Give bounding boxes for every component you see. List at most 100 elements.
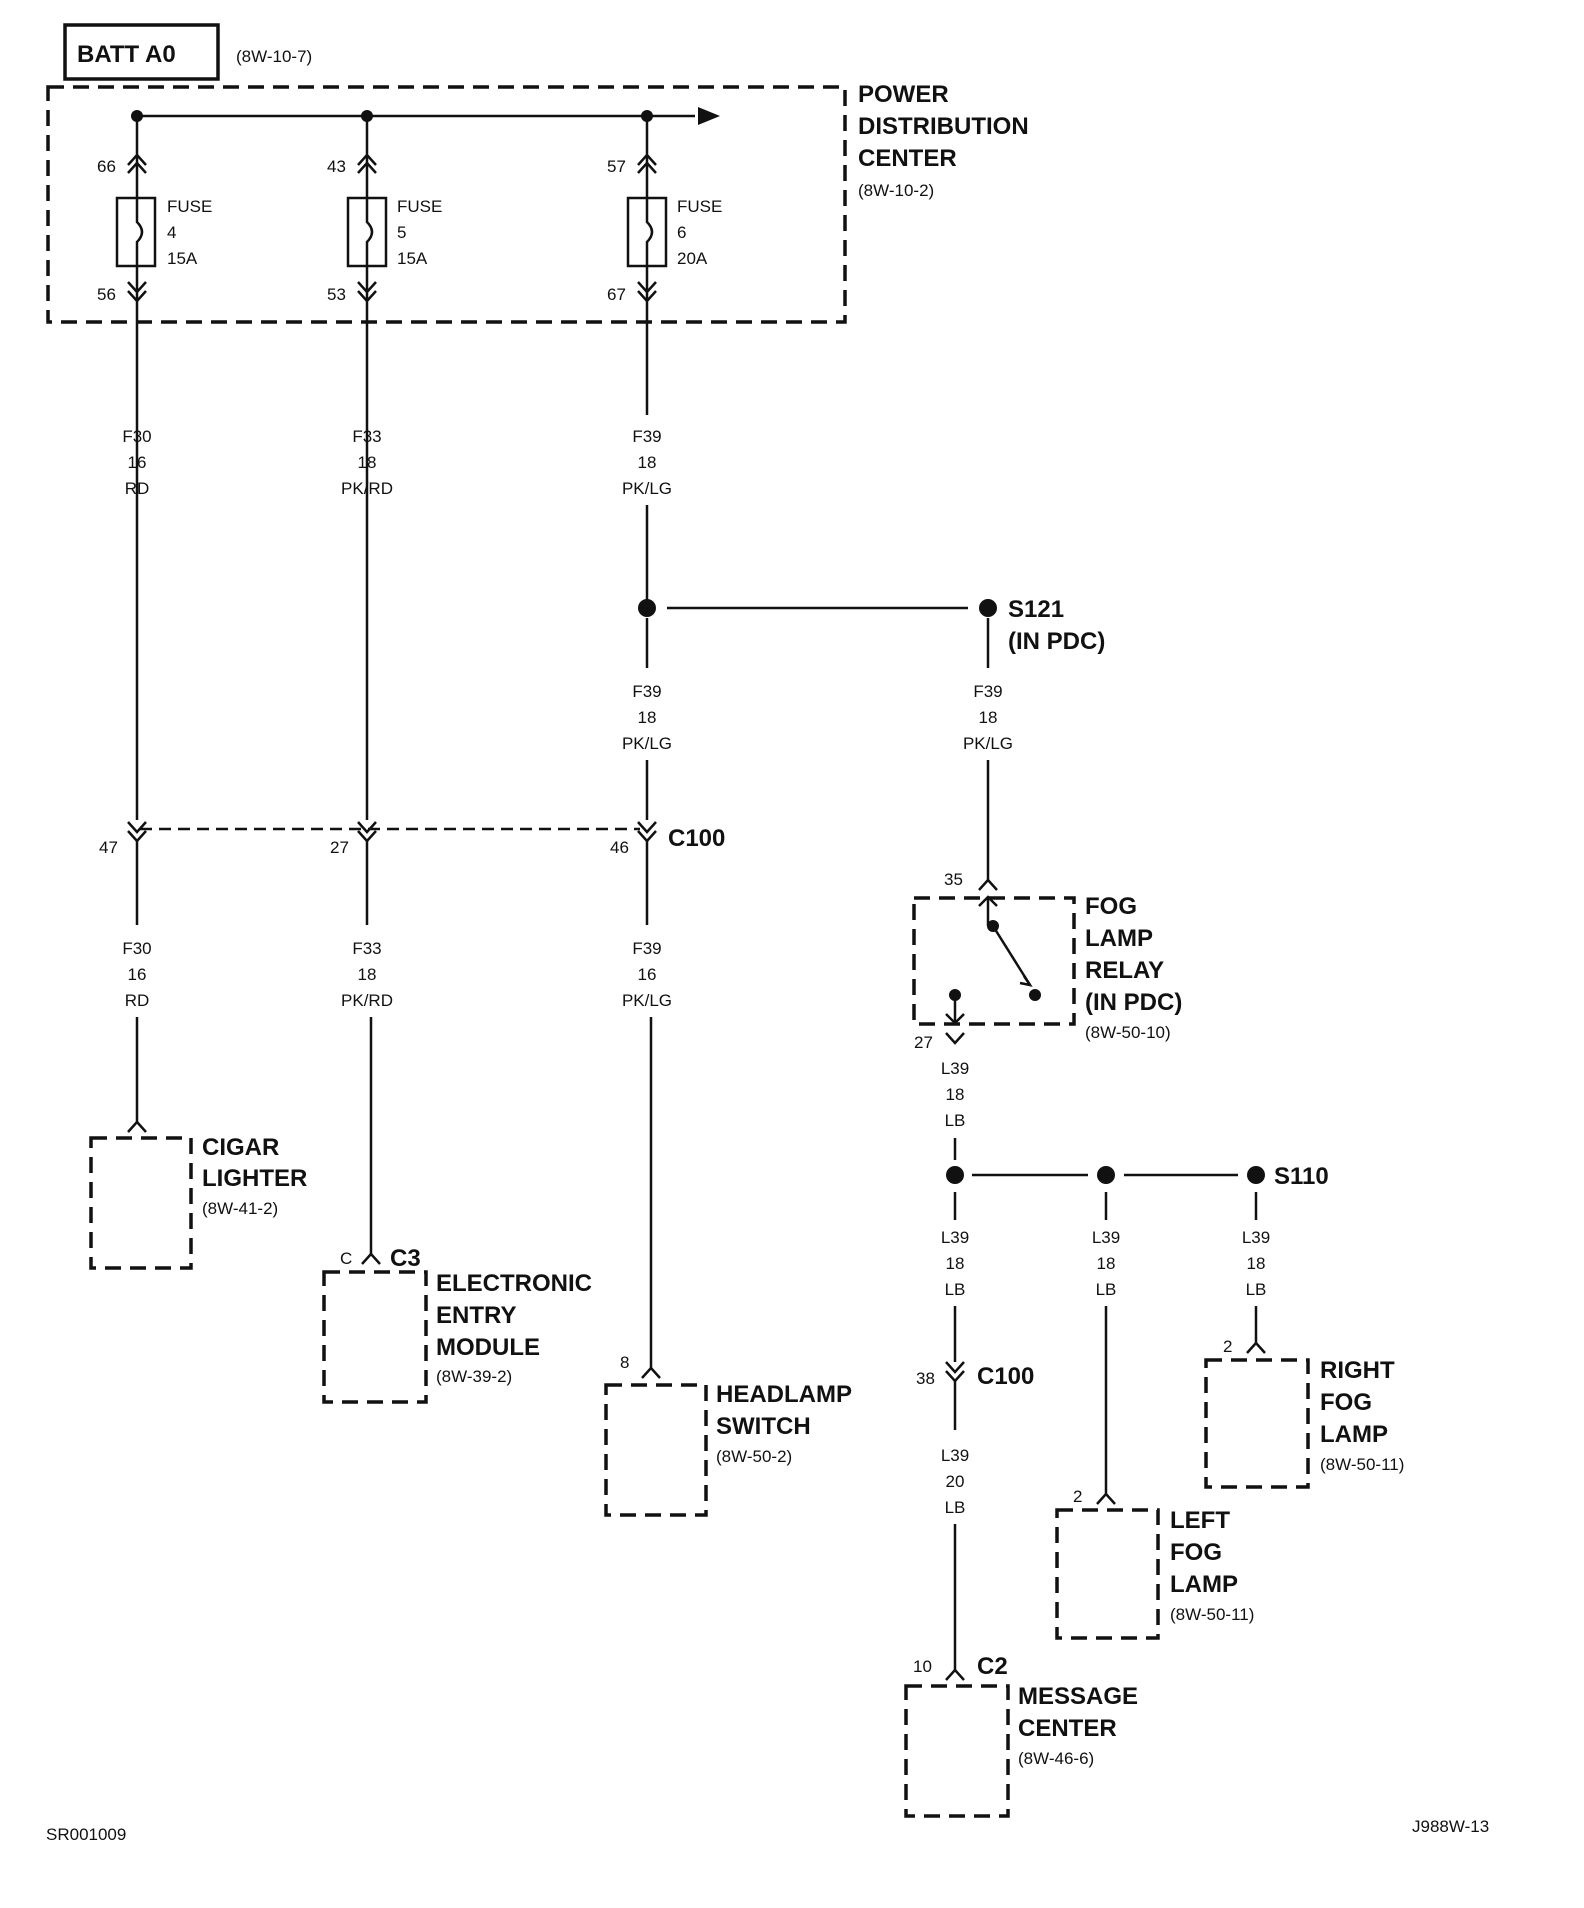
wire-f30b-gauge: 16 bbox=[128, 965, 147, 984]
wire-f33b-circuit: F33 bbox=[352, 939, 381, 958]
batt-ref: (8W-10-7) bbox=[236, 47, 312, 66]
right-fog-title-2: FOG bbox=[1320, 1389, 1372, 1416]
message-title-2: CENTER bbox=[1018, 1715, 1117, 1742]
eem-title-2: ENTRY bbox=[436, 1302, 516, 1329]
c100-top-name: C100 bbox=[668, 825, 725, 852]
fuse-6-num: 6 bbox=[677, 223, 686, 242]
c100-top-terminals bbox=[127, 821, 657, 843]
wire-l39d-color: LB bbox=[1246, 1280, 1267, 1299]
fog-lamp-relay-box bbox=[912, 896, 1076, 1026]
fuse-5-amp: 15A bbox=[397, 249, 428, 268]
eem-conn: C3 bbox=[390, 1245, 421, 1272]
splice-node-c bbox=[1097, 1166, 1115, 1184]
wire-f39d-color: PK/LG bbox=[622, 991, 672, 1010]
headlamp-switch-box bbox=[604, 1383, 708, 1517]
wire-f30-color: RD bbox=[125, 479, 150, 498]
relay-title-3: RELAY bbox=[1085, 957, 1164, 984]
cigar-title-2: LIGHTER bbox=[202, 1165, 307, 1192]
left-fog-terminal bbox=[1096, 1492, 1116, 1505]
wire-f39c-circuit: F39 bbox=[973, 682, 1002, 701]
wire-f39-gauge: 18 bbox=[638, 453, 657, 472]
fuse-6-pin-in: 57 bbox=[607, 157, 626, 176]
wire-f30-circuit: F30 bbox=[122, 427, 151, 446]
relay-pin-out: 27 bbox=[914, 1033, 933, 1052]
headlamp-terminal bbox=[641, 1366, 661, 1379]
headlamp-pin: 8 bbox=[620, 1353, 629, 1372]
wire-l39a-gauge: 18 bbox=[946, 1085, 965, 1104]
batt-box bbox=[63, 23, 220, 81]
left-fog-pin: 2 bbox=[1073, 1487, 1082, 1506]
cigar-terminal bbox=[127, 1120, 147, 1133]
wire-l39c-color: LB bbox=[1096, 1280, 1117, 1299]
wire-l39d-gauge: 18 bbox=[1247, 1254, 1266, 1273]
wire-l39c-gauge: 18 bbox=[1097, 1254, 1116, 1273]
wire-l39a-color: LB bbox=[945, 1111, 966, 1130]
relay-title-4: (IN PDC) bbox=[1085, 989, 1182, 1016]
message-center-box bbox=[904, 1684, 1010, 1818]
pdc-title-1: POWER bbox=[858, 81, 949, 108]
fuse-4-pin-in: 66 bbox=[97, 157, 116, 176]
relay-pin-27-terminal bbox=[945, 1032, 965, 1045]
headlamp-title-2: SWITCH bbox=[716, 1413, 811, 1440]
wire-l39d-circuit: L39 bbox=[1242, 1228, 1270, 1247]
wire-f33-color: PK/RD bbox=[341, 479, 393, 498]
splice-node-a bbox=[638, 599, 656, 617]
fuse-4-name: FUSE bbox=[167, 197, 212, 216]
wire-f39d-circuit: F39 bbox=[632, 939, 661, 958]
relay-contact bbox=[945, 895, 1041, 1025]
message-conn: C2 bbox=[977, 1653, 1008, 1680]
pdc-ref: (8W-10-2) bbox=[858, 181, 934, 200]
wire-l39b-color: LB bbox=[945, 1280, 966, 1299]
wire-f39c-gauge: 18 bbox=[979, 708, 998, 727]
eem-ref: (8W-39-2) bbox=[436, 1367, 512, 1386]
splice-s121 bbox=[979, 599, 997, 617]
cigar-title-1: CIGAR bbox=[202, 1134, 279, 1161]
wire-f39b-color: PK/LG bbox=[622, 734, 672, 753]
fuse-6-amp: 20A bbox=[677, 249, 708, 268]
fuse-6-pin-out: 67 bbox=[607, 285, 626, 304]
fuse-6-name: FUSE bbox=[677, 197, 722, 216]
eem-pin: C bbox=[340, 1249, 352, 1268]
headlamp-title-1: HEADLAMP bbox=[716, 1381, 852, 1408]
wire-f33b-color: PK/RD bbox=[341, 991, 393, 1010]
left-fog-lamp-box bbox=[1055, 1508, 1160, 1640]
message-pin: 10 bbox=[913, 1657, 932, 1676]
splice-s110 bbox=[1247, 1166, 1265, 1184]
wire-f39b-circuit: F39 bbox=[632, 682, 661, 701]
pdc-title-3: CENTER bbox=[858, 145, 957, 172]
pdc-title-2: DISTRIBUTION bbox=[858, 113, 1029, 140]
right-fog-title-3: LAMP bbox=[1320, 1421, 1388, 1448]
wire-l39b-gauge: 18 bbox=[946, 1254, 965, 1273]
wire-f30b-color: RD bbox=[125, 991, 150, 1010]
left-fog-ref: (8W-50-11) bbox=[1170, 1605, 1254, 1624]
wire-l39e-gauge: 20 bbox=[946, 1472, 965, 1491]
s110-name: S110 bbox=[1274, 1163, 1329, 1190]
right-fog-lamp-box bbox=[1204, 1358, 1310, 1489]
footer-right-code: J988W-13 bbox=[1412, 1817, 1489, 1836]
batt-label: BATT A0 bbox=[77, 41, 176, 68]
pdc-outline bbox=[46, 85, 847, 324]
bus-arrow bbox=[698, 107, 720, 125]
wire-l39c-circuit: L39 bbox=[1092, 1228, 1120, 1247]
right-fog-terminal bbox=[1246, 1341, 1266, 1354]
fuse-5-num: 5 bbox=[397, 223, 406, 242]
relay-pin-35-terminal bbox=[978, 878, 998, 891]
wire-f39-color: PK/LG bbox=[622, 479, 672, 498]
fuse-5-pin-out: 53 bbox=[327, 285, 346, 304]
wire-l39b-circuit: L39 bbox=[941, 1228, 969, 1247]
message-title-1: MESSAGE bbox=[1018, 1683, 1138, 1710]
wire-f39-circuit: F39 bbox=[632, 427, 661, 446]
wire-f30b-circuit: F30 bbox=[122, 939, 151, 958]
s121-note: (IN PDC) bbox=[1008, 628, 1105, 655]
fuse-4-pin-out: 56 bbox=[97, 285, 116, 304]
electronic-entry-module-box bbox=[322, 1270, 428, 1404]
right-fog-pin: 2 bbox=[1223, 1337, 1232, 1356]
fuse-4 bbox=[115, 116, 157, 505]
message-terminal bbox=[945, 1668, 965, 1681]
eem-title-3: MODULE bbox=[436, 1334, 540, 1361]
relay-title-1: FOG bbox=[1085, 893, 1137, 920]
c100-bottom-name: C100 bbox=[977, 1363, 1034, 1390]
c100-pin-46: 46 bbox=[610, 838, 629, 857]
wire-l39e-color: LB bbox=[945, 1498, 966, 1517]
